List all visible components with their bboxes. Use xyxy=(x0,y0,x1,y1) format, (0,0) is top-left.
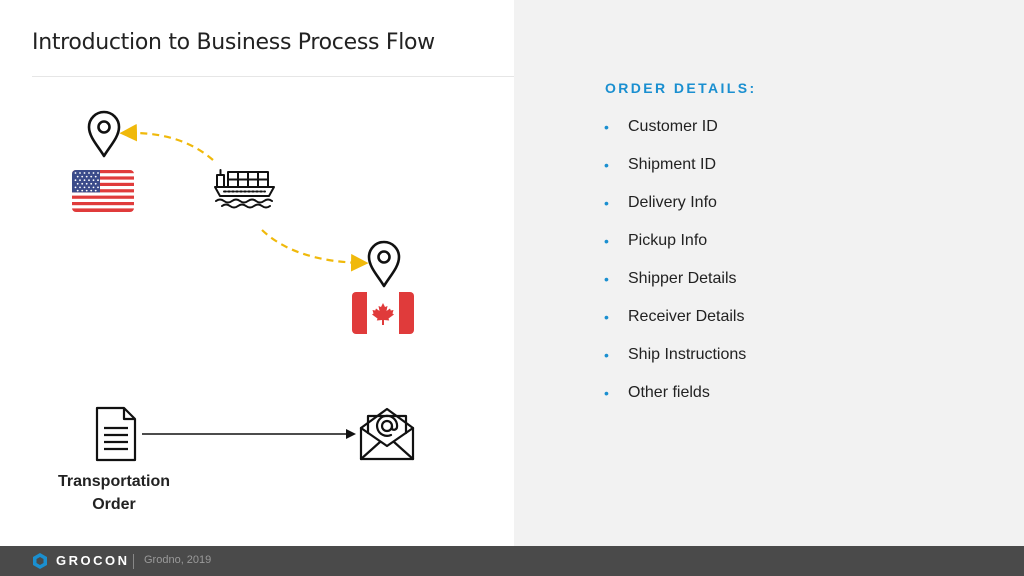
us-flag-icon xyxy=(72,170,134,212)
list-item-label: Shipment ID xyxy=(628,156,717,173)
footer-divider xyxy=(133,554,134,569)
content-panel-left xyxy=(0,0,514,546)
order-details-heading: ORDER DETAILS: xyxy=(605,80,757,96)
location-pin-icon xyxy=(87,110,121,158)
bullet-icon: • xyxy=(604,119,609,135)
canada-flag-icon xyxy=(352,292,414,334)
bullet-icon: • xyxy=(604,157,609,173)
brand-name: GROCON xyxy=(56,553,130,568)
shipping-route-arrows xyxy=(119,123,369,272)
document-caption: Transportation Order xyxy=(44,470,184,516)
content-panel-right xyxy=(514,0,1024,546)
grocon-logo-icon xyxy=(33,553,47,569)
title-divider xyxy=(32,76,514,77)
location-pin-icon xyxy=(367,240,401,288)
bullet-icon: • xyxy=(604,309,609,325)
list-item-label: Ship Instructions xyxy=(628,346,747,363)
bullet-icon: • xyxy=(604,233,609,249)
list-item: • Shipment ID xyxy=(600,153,746,191)
list-item-label: Other fields xyxy=(628,384,710,401)
list-item: • Customer ID xyxy=(600,115,746,153)
list-item: • Shipper Details xyxy=(600,267,746,305)
bullet-icon: • xyxy=(604,385,609,401)
list-item: • Delivery Info xyxy=(600,191,746,229)
list-item: • Other fields xyxy=(600,381,746,419)
slide-title: Introduction to Business Process Flow xyxy=(32,30,435,55)
list-item-label: Customer ID xyxy=(628,118,718,135)
route-arrow-to-us xyxy=(119,123,214,161)
list-item: • Pickup Info xyxy=(600,229,746,267)
footer-location-date: Grodno, 2019 xyxy=(144,554,212,566)
footer-bar: GROCON Grodno, 2019 xyxy=(0,546,1024,576)
list-item-label: Receiver Details xyxy=(628,308,745,325)
bullet-icon: • xyxy=(604,347,609,363)
document-icon xyxy=(95,406,137,462)
list-item: • Ship Instructions xyxy=(600,343,746,381)
list-item: • Receiver Details xyxy=(600,305,746,343)
email-envelope-icon xyxy=(359,407,415,461)
list-item-label: Pickup Info xyxy=(628,232,708,249)
bullet-icon: • xyxy=(604,271,609,287)
route-arrow-to-canada xyxy=(261,229,369,272)
list-item-label: Delivery Info xyxy=(628,194,717,211)
document-caption-line2: Order xyxy=(92,496,136,513)
list-item-label: Shipper Details xyxy=(628,270,737,287)
document-caption-line1: Transportation xyxy=(57,473,170,490)
bullet-icon: • xyxy=(604,195,609,211)
cargo-ship-icon xyxy=(214,169,275,209)
send-arrow xyxy=(142,429,356,439)
order-details-list: • Customer ID • Shipment ID • Delivery Info… xyxy=(600,115,746,419)
